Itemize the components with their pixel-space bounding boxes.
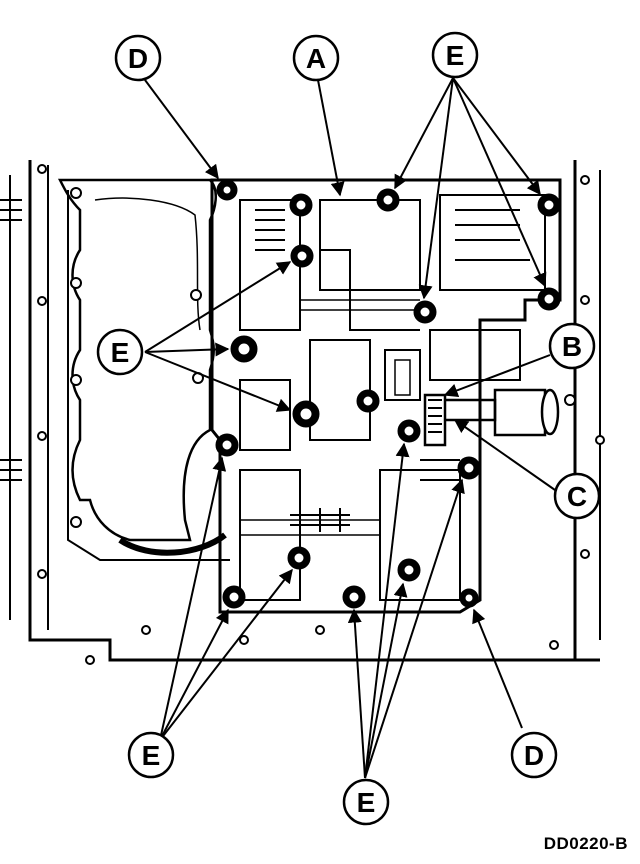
callout-e-bottom-left: E: [127, 731, 175, 779]
callout-c-label: C: [567, 481, 587, 512]
callout-a-label: A: [306, 43, 326, 74]
callout-e-left-label: E: [111, 337, 130, 368]
callout-d-top: D: [114, 34, 162, 82]
figure-code: DD0220-B: [543, 834, 628, 853]
callout-e-left: E: [96, 328, 144, 376]
callout-b-label: B: [562, 331, 582, 362]
bolt-d-bottom: [459, 588, 479, 608]
bolts: [215, 179, 561, 609]
callout-d-top-label: D: [128, 43, 148, 74]
callout-e-top-label: E: [446, 40, 465, 71]
callout-d-bottom-label: D: [524, 740, 544, 771]
bolt-d-top: [216, 179, 238, 201]
callout-b: B: [548, 322, 596, 370]
leader-lines: [144, 77, 556, 779]
transmission-case: [0, 160, 601, 662]
callout-a: A: [292, 34, 340, 82]
valve-body: [210, 178, 562, 614]
callout-e-top: E: [431, 31, 479, 79]
case-holes: [37, 164, 605, 665]
callout-e-bottom-center: E: [342, 778, 390, 826]
callout-e-bottom-center-label: E: [357, 787, 376, 818]
callout-e-bottom-left-label: E: [142, 740, 161, 771]
gasket-outline: [57, 178, 230, 561]
callout-c: C: [553, 472, 601, 520]
callout-d-bottom: D: [510, 731, 558, 779]
bracket-assembly: [423, 388, 560, 447]
